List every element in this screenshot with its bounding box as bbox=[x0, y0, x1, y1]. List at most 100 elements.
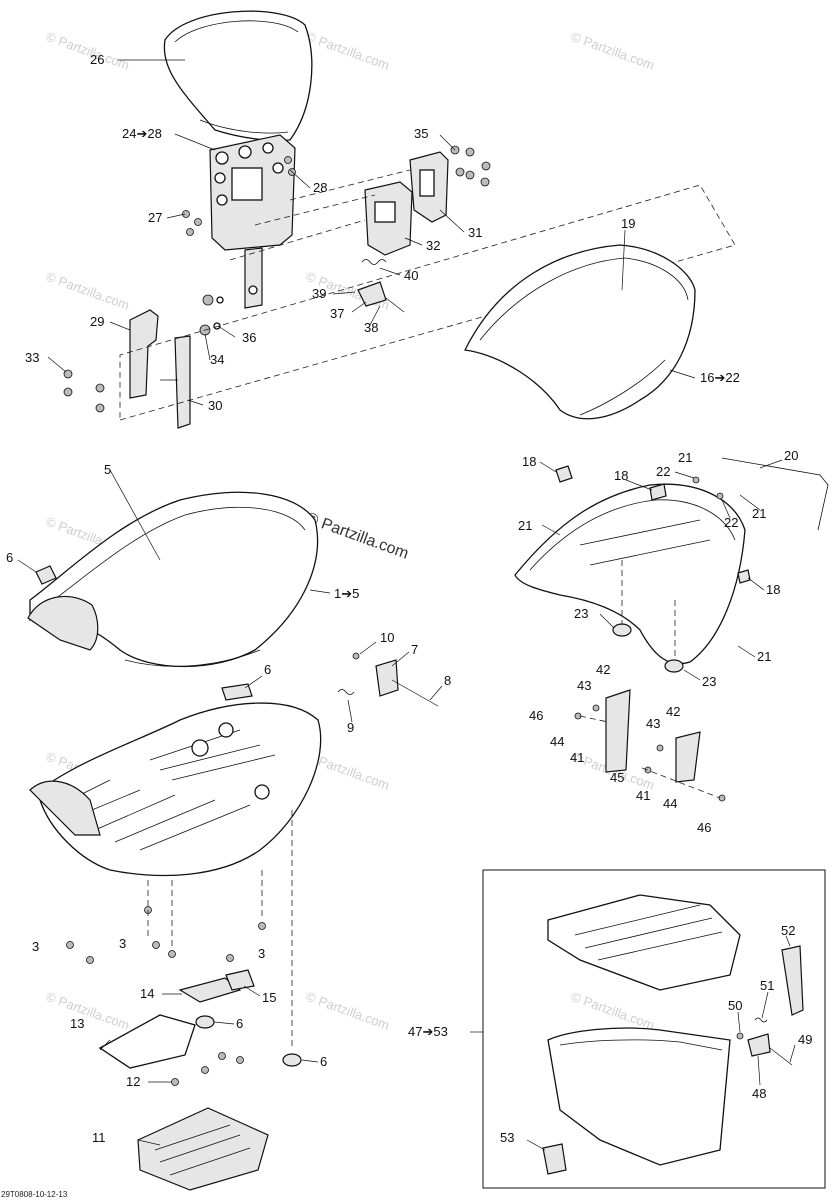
callout-9: 9 bbox=[347, 720, 354, 735]
callout-44: 44 bbox=[663, 796, 677, 811]
callout-53: 53 bbox=[500, 1130, 514, 1145]
callout-36: 36 bbox=[242, 330, 256, 345]
lower-fasteners bbox=[66, 810, 293, 1050]
latch-bracket bbox=[375, 659, 399, 697]
callout-48: 48 bbox=[752, 1086, 766, 1101]
callout-19: 19 bbox=[621, 216, 635, 231]
callout-7: 7 bbox=[411, 642, 418, 657]
callout-42: 42 bbox=[596, 662, 610, 677]
callout-21: 21 bbox=[518, 518, 532, 533]
callout-14: 14 bbox=[140, 986, 154, 1001]
backrest-assembly bbox=[63, 10, 736, 429]
clip-bracket bbox=[225, 969, 255, 991]
leader-lines bbox=[17, 59, 796, 1151]
callout-32: 32 bbox=[426, 238, 440, 253]
callout-46: 46 bbox=[697, 820, 711, 835]
watermark: © Partzilla.com bbox=[44, 989, 131, 1033]
callout-18: 18 bbox=[522, 454, 536, 469]
callout-37: 37 bbox=[330, 306, 344, 321]
callout-1-5: 1➔5 bbox=[334, 586, 359, 601]
callout-3: 3 bbox=[32, 939, 39, 954]
key-clip bbox=[542, 1143, 567, 1175]
watermark: © Partzilla.com bbox=[569, 29, 656, 73]
seat-latch-components bbox=[221, 652, 439, 707]
callout-labels: 26 24➔28 28 27 35 31 32 40 39 37 38 29 3… bbox=[1, 52, 812, 1199]
callout-52: 52 bbox=[781, 923, 795, 938]
callout-21: 21 bbox=[752, 506, 766, 521]
watermark: © Partzilla.com bbox=[569, 989, 656, 1033]
watermark: © Partzilla.com bbox=[44, 29, 131, 73]
callout-22: 22 bbox=[724, 515, 738, 530]
storage-box-inset bbox=[482, 869, 826, 1189]
callout-8: 8 bbox=[444, 673, 451, 688]
support-leg bbox=[174, 335, 191, 429]
latch-spring bbox=[337, 689, 355, 695]
callout-6: 6 bbox=[264, 662, 271, 677]
callout-38: 38 bbox=[364, 320, 378, 335]
callout-21: 21 bbox=[678, 450, 692, 465]
callout-6: 6 bbox=[6, 550, 13, 565]
seat-base bbox=[29, 702, 322, 877]
callout-31: 31 bbox=[468, 225, 482, 240]
callout-26: 26 bbox=[90, 52, 104, 67]
callout-23: 23 bbox=[702, 674, 716, 689]
callout-47-53: 47➔53 bbox=[408, 1024, 448, 1039]
callout-40: 40 bbox=[404, 268, 418, 283]
callout-22: 22 bbox=[656, 464, 670, 479]
latch-handle bbox=[781, 945, 804, 1016]
callout-16-22: 16➔22 bbox=[700, 370, 740, 385]
callout-18: 18 bbox=[766, 582, 780, 597]
callout-15: 15 bbox=[262, 990, 276, 1005]
seat-clip bbox=[221, 683, 253, 701]
callout-6: 6 bbox=[236, 1016, 243, 1031]
callout-6: 6 bbox=[320, 1054, 327, 1069]
watermark: © Partzilla.com bbox=[304, 29, 391, 73]
callout-49: 49 bbox=[798, 1032, 812, 1047]
seat-lower-parts bbox=[98, 969, 302, 1069]
tool-tray bbox=[98, 1014, 196, 1069]
callout-24-28: 24➔28 bbox=[122, 126, 162, 141]
bottom-bracket bbox=[137, 1052, 269, 1191]
watermark: © Partzilla.com bbox=[44, 269, 131, 313]
callout-13: 13 bbox=[70, 1016, 84, 1031]
callout-3: 3 bbox=[258, 946, 265, 961]
callout-50: 50 bbox=[728, 998, 742, 1013]
callout-11: 11 bbox=[92, 1130, 106, 1145]
callout-39: 39 bbox=[312, 286, 326, 301]
callout-33: 33 bbox=[25, 350, 39, 365]
callout-29: 29 bbox=[90, 314, 104, 329]
passenger-seat bbox=[464, 244, 696, 420]
callout-30: 30 bbox=[208, 398, 222, 413]
callout-34: 34 bbox=[210, 352, 224, 367]
callout-45: 45 bbox=[610, 770, 624, 785]
latch-spring bbox=[754, 1017, 768, 1023]
drawing-reference-code: 29T0808-10-12-13 bbox=[1, 1190, 68, 1199]
callout-28: 28 bbox=[313, 180, 327, 195]
callout-3: 3 bbox=[119, 936, 126, 951]
callout-43: 43 bbox=[646, 716, 660, 731]
center-watermark: © Partzilla.com bbox=[304, 510, 411, 563]
callout-27: 27 bbox=[148, 210, 162, 225]
latch-lever bbox=[357, 281, 387, 307]
backrest-cushion bbox=[163, 10, 313, 142]
callout-20: 20 bbox=[784, 448, 798, 463]
callout-18: 18 bbox=[614, 468, 628, 483]
callout-43: 43 bbox=[577, 678, 591, 693]
cover-plate bbox=[178, 977, 242, 1003]
hinge-leg bbox=[129, 309, 159, 399]
rear-rack-assembly bbox=[514, 457, 829, 673]
assembly-frame bbox=[119, 184, 736, 421]
latch-bracket bbox=[747, 1033, 771, 1057]
callout-35: 35 bbox=[414, 126, 428, 141]
watermark: © Partzilla.com bbox=[304, 989, 391, 1033]
latch-spring bbox=[361, 259, 387, 265]
callout-41: 41 bbox=[636, 788, 650, 803]
driver-seat bbox=[27, 491, 319, 668]
callout-23: 23 bbox=[574, 606, 588, 621]
callout-44: 44 bbox=[550, 734, 564, 749]
callout-41: 41 bbox=[570, 750, 584, 765]
callout-21: 21 bbox=[757, 649, 771, 664]
callout-42: 42 bbox=[666, 704, 680, 719]
rack-legs bbox=[574, 689, 726, 802]
